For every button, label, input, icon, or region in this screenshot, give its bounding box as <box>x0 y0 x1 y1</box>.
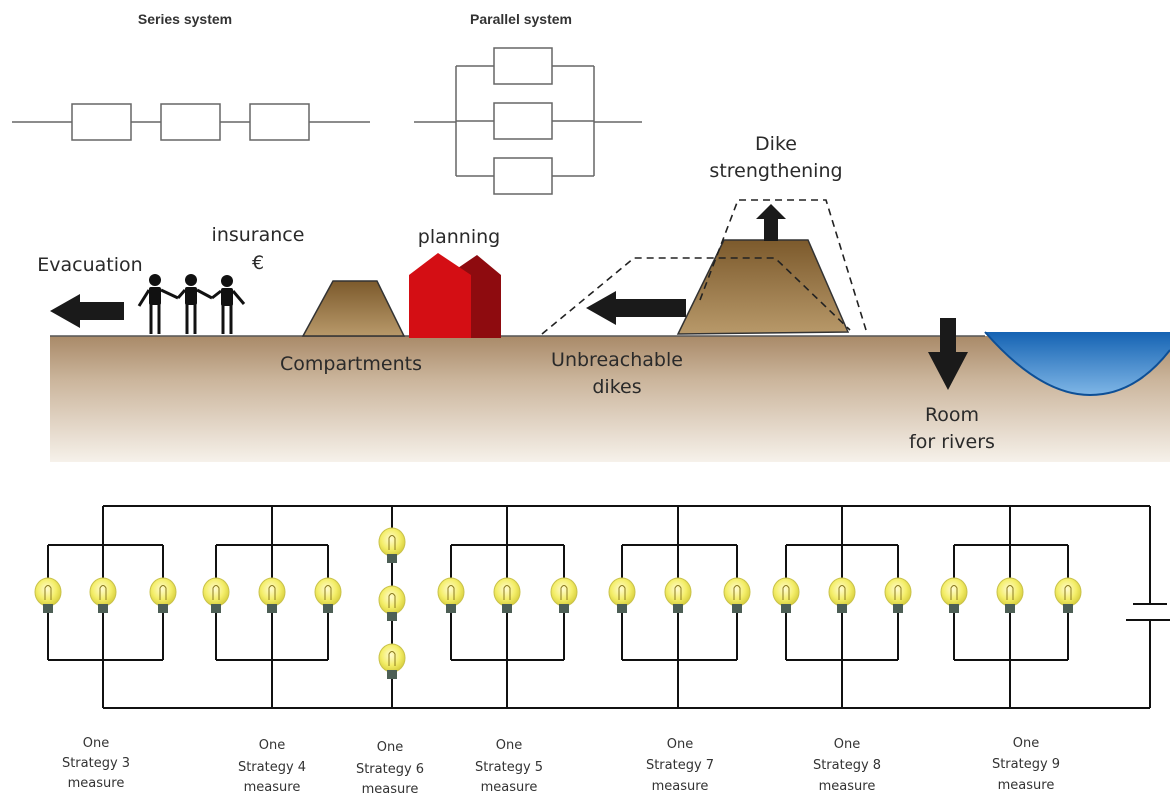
strategy-line2: Strategy 3 <box>62 756 130 771</box>
dike-label: Dike <box>755 133 797 155</box>
strategy-line1: One <box>667 737 693 752</box>
light-bulb-icon <box>1054 577 1082 613</box>
strategy-line3: measure <box>244 780 301 793</box>
strategy-label: One Strategy 3 measure <box>62 736 130 791</box>
evacuation-label: Evacuation <box>37 254 142 276</box>
strategy-line3: measure <box>998 778 1055 793</box>
light-bulb-icon <box>258 577 286 613</box>
strategy-line1: One <box>496 738 522 753</box>
bulb-layer <box>34 527 1082 679</box>
strategy-line3: measure <box>819 779 876 793</box>
light-bulb-icon <box>378 643 406 679</box>
left-arrow-icon <box>586 291 686 325</box>
for-rivers-label: for rivers <box>909 431 995 453</box>
light-bulb-icon <box>996 577 1024 613</box>
strategy-line3: measure <box>652 779 709 793</box>
light-bulb-icon <box>940 577 968 613</box>
light-bulb-icon <box>202 577 230 613</box>
strategy-line1: One <box>83 736 109 751</box>
room-label: Room <box>925 404 979 426</box>
flood-scene: insurance € planning Evacuation Compartm… <box>37 133 1170 462</box>
light-bulb-icon <box>34 577 62 613</box>
evacuation-arrow-icon <box>50 294 124 328</box>
light-bulb-icon <box>149 577 177 613</box>
strategy-line1: One <box>834 737 860 752</box>
strategy-label: One Strategy 7 measure <box>646 737 714 793</box>
strategy-line2: Strategy 5 <box>475 760 543 775</box>
strategy-line3: measure <box>362 782 419 793</box>
up-arrow-icon <box>756 204 786 241</box>
lamp-circuit <box>47 505 1170 709</box>
strategy-line2: Strategy 7 <box>646 758 714 773</box>
compartments-label: Compartments <box>280 353 422 375</box>
people-icon <box>137 274 246 334</box>
strategy-labels: One Strategy 3 measure One Strategy 4 me… <box>62 736 1060 793</box>
parallel-system-title: Parallel system <box>470 11 572 27</box>
river-water <box>985 332 1170 395</box>
planning-label: planning <box>418 226 500 248</box>
unbreachable-label: Unbreachable <box>551 349 683 371</box>
strategy-line2: Strategy 9 <box>992 757 1060 772</box>
compartment-mound <box>301 280 406 337</box>
series-system-diagram: Series system <box>12 11 370 141</box>
down-arrow-icon <box>928 318 968 390</box>
light-bulb-icon <box>828 577 856 613</box>
parallel-system-diagram: Parallel system <box>414 11 642 195</box>
unbreachable-dike-outline <box>541 257 851 335</box>
strategy-line2: Strategy 4 <box>238 760 306 775</box>
strategy-label: One Strategy 4 measure <box>238 738 306 793</box>
strategy-label: One Strategy 6 measure <box>356 740 424 793</box>
light-bulb-icon <box>884 577 912 613</box>
series-system-title: Series system <box>138 11 232 27</box>
light-bulb-icon <box>89 577 117 613</box>
light-bulb-icon <box>437 577 465 613</box>
dike-strengthening-outline <box>699 199 867 331</box>
strategy-label: One Strategy 8 measure <box>813 737 881 793</box>
light-bulb-icon <box>378 527 406 563</box>
strategy-line2: Strategy 6 <box>356 762 424 777</box>
light-bulb-icon <box>723 577 751 613</box>
strategy-label: One Strategy 5 measure <box>475 738 543 793</box>
strategy-line3: measure <box>481 780 538 793</box>
ground <box>50 336 1170 462</box>
dikes-label: dikes <box>592 376 641 398</box>
insurance-label: insurance <box>212 224 305 246</box>
light-bulb-icon <box>493 577 521 613</box>
strategy-line2: Strategy 8 <box>813 758 881 773</box>
dike-mound <box>676 239 850 335</box>
light-bulb-icon <box>378 585 406 621</box>
strengthening-label: strengthening <box>709 160 842 182</box>
light-bulb-icon <box>608 577 636 613</box>
light-bulb-icon <box>664 577 692 613</box>
strategy-line1: One <box>377 740 403 755</box>
strategy-line1: One <box>259 738 285 753</box>
euro-label: € <box>252 252 264 274</box>
strategy-label: One Strategy 9 measure <box>992 736 1060 793</box>
light-bulb-icon <box>772 577 800 613</box>
light-bulb-icon <box>550 577 578 613</box>
houses-icon <box>409 253 501 338</box>
battery-icon <box>1126 603 1170 621</box>
strategy-line1: One <box>1013 736 1039 751</box>
light-bulb-icon <box>314 577 342 613</box>
strategy-line3: measure <box>68 776 125 791</box>
